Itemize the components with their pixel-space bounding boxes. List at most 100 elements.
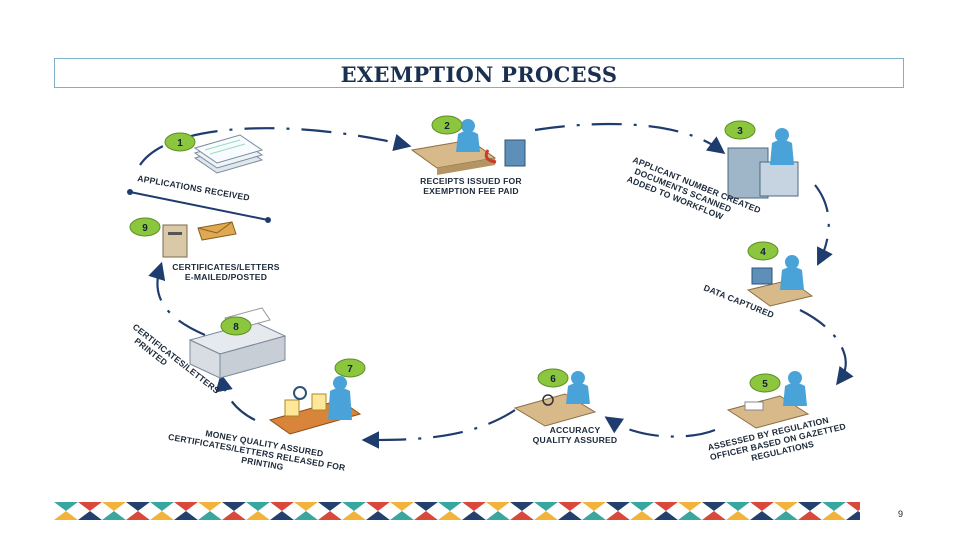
- banner-triangle: [462, 502, 486, 511]
- banner-triangle: [462, 511, 486, 520]
- banner-triangle: [798, 502, 822, 511]
- step-8-badge: 8: [220, 316, 252, 336]
- step-8-number: 8: [233, 322, 239, 333]
- banner-triangle: [774, 511, 798, 520]
- banner-triangle: [678, 502, 702, 511]
- banner-triangle: [342, 511, 366, 520]
- banner-triangle: [174, 502, 198, 511]
- step-9-label-line-2: E-MAILED/POSTED: [185, 272, 267, 282]
- step-1-label: APPLICATIONS RECEIVED: [137, 173, 251, 203]
- banner-triangle: [750, 511, 774, 520]
- banner-triangle: [270, 511, 294, 520]
- banner-triangle: [558, 511, 582, 520]
- step-5-assessment-icon: [726, 371, 810, 429]
- banner-triangle: [438, 502, 462, 511]
- banner-triangle: [102, 502, 126, 511]
- step-7-number: 7: [347, 364, 353, 375]
- step-4-computer-icon: [746, 255, 814, 307]
- connector-5-6: [604, 416, 716, 438]
- banner-triangle: [630, 511, 654, 520]
- banner-triangle: [150, 511, 174, 520]
- banner-triangle: [798, 511, 822, 520]
- step-5-badge: 5: [749, 373, 781, 393]
- banner-triangle: [558, 502, 582, 511]
- connector-8-9: [148, 261, 206, 337]
- banner-triangle: [846, 502, 860, 511]
- step-9-label-line-1: CERTIFICATES/LETTERS: [172, 262, 280, 272]
- connector-3-4: [814, 184, 833, 266]
- banner-triangle: [294, 502, 318, 511]
- banner-triangle: [486, 502, 510, 511]
- step-1-papers-icon: [193, 134, 264, 174]
- banner-triangle: [510, 511, 534, 520]
- banner-triangle: [630, 502, 654, 511]
- banner-triangle: [294, 511, 318, 520]
- banner-triangle: [822, 511, 846, 520]
- step-6-label-line-1: ACCURACY: [550, 425, 601, 435]
- page-number: 9: [898, 509, 904, 519]
- banner-triangle: [438, 511, 462, 520]
- banner-triangle: [534, 511, 558, 520]
- banner-triangle: [534, 502, 558, 511]
- banner-triangle: [270, 502, 294, 511]
- banner-triangle: [54, 502, 78, 511]
- banner-triangle: [582, 502, 606, 511]
- banner-triangle: [654, 502, 678, 511]
- banner-triangle: [678, 511, 702, 520]
- step-2-office-icon: [410, 119, 526, 175]
- banner-triangle: [366, 502, 390, 511]
- banner-triangle: [822, 502, 846, 511]
- banner-triangle: [198, 502, 222, 511]
- connector-6-7: [361, 409, 516, 449]
- step-7-badge: 7: [334, 358, 366, 378]
- step-3-number: 3: [737, 126, 743, 137]
- banner-triangle: [414, 502, 438, 511]
- banner-triangle: [318, 511, 342, 520]
- banner-triangle: [846, 511, 860, 520]
- step-5-number: 5: [762, 379, 768, 390]
- step-4-number: 4: [760, 247, 766, 258]
- banner-triangle: [582, 511, 606, 520]
- step-9-number: 9: [142, 223, 148, 234]
- banner-triangle: [318, 502, 342, 511]
- banner-triangle: [222, 502, 246, 511]
- banner-triangle: [486, 511, 510, 520]
- banner-triangle: [606, 511, 630, 520]
- step-3-scanner-icon: [727, 128, 799, 199]
- title-box: EXEMPTION PROCESS: [54, 58, 904, 88]
- step-9-mail-icon: [162, 221, 237, 258]
- banner-triangle: [390, 511, 414, 520]
- banner-triangle: [126, 511, 150, 520]
- banner-triangle: [150, 502, 174, 511]
- step-6-badge: 6: [537, 368, 569, 388]
- step-1-number: 1: [177, 138, 183, 149]
- banner-triangle: [342, 502, 366, 511]
- step-1-badge: 1: [164, 132, 196, 152]
- banner-diamond: [858, 509, 860, 513]
- page-title: EXEMPTION PROCESS: [340, 62, 618, 87]
- banner-triangle: [126, 502, 150, 511]
- banner-triangle: [78, 511, 102, 520]
- banner-triangle: [366, 511, 390, 520]
- banner-triangle: [702, 502, 726, 511]
- banner-triangle: [606, 502, 630, 511]
- banner-triangle: [54, 511, 78, 520]
- banner-triangle: [198, 511, 222, 520]
- banner-triangle: [390, 502, 414, 511]
- step-2-label-line-2: EXEMPTION FEE PAID: [423, 186, 519, 196]
- banner-triangle: [78, 502, 102, 511]
- step-6-quality-icon: [513, 371, 597, 427]
- banner-triangle: [246, 502, 270, 511]
- banner-triangle: [726, 502, 750, 511]
- step-2-badge: 2: [431, 115, 463, 135]
- step-6-label-line-2: QUALITY ASSURED: [533, 435, 618, 445]
- banner-triangle: [102, 511, 126, 520]
- step-6-number: 6: [550, 374, 556, 385]
- step-3-badge: 3: [724, 120, 756, 140]
- banner-triangle: [222, 511, 246, 520]
- step-9-badge: 9: [129, 217, 161, 237]
- step-2-label-line-1: RECEIPTS ISSUED FOR: [420, 176, 522, 186]
- connector-7-8: [215, 373, 256, 421]
- step-7-conveyor-icon: [268, 376, 362, 435]
